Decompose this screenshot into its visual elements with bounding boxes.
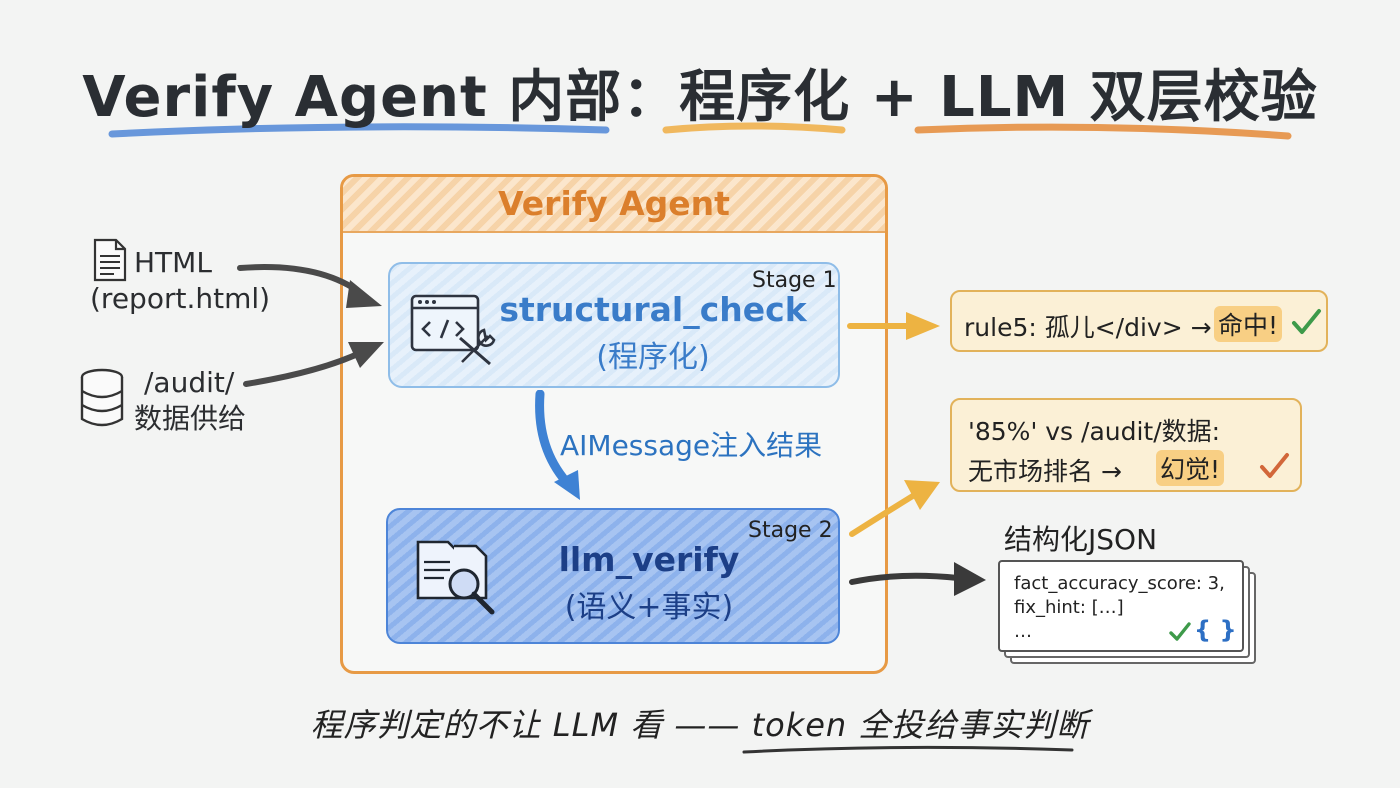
footer-caption: 程序判定的不让 LLM 看 —— token 全投给事实判断 (310, 706, 1090, 744)
json-card: fact_accuracy_score: 3, fix_hint: […] … … (998, 560, 1244, 652)
audit-input-desc: 数据供给 (134, 402, 247, 435)
stage2-name: llm_verify (558, 540, 740, 579)
stage1-box (388, 262, 840, 388)
check-icon-json (1169, 622, 1191, 641)
code-tool-icon (410, 294, 496, 366)
hallucination-badge: 幻觉! (1156, 450, 1225, 486)
rule5-text: rule5: 孤儿</div> → (964, 313, 1212, 342)
hallucination-line2: 无市场排名 → (968, 457, 1122, 486)
check-icon (1292, 309, 1321, 334)
verify-agent-header (343, 177, 885, 233)
braces-icon: { } (1194, 616, 1237, 644)
json-title: 结构化JSON (1004, 523, 1158, 556)
json-line-3: … (1014, 621, 1032, 642)
stage2-tag: Stage 2 (748, 518, 833, 543)
page-title: Verify Agent 内部：程序化 + LLM 双层校验 (82, 65, 1318, 130)
html-input-label: HTML (134, 246, 212, 279)
hallucination-line1: '85%' vs /audit/数据: (968, 417, 1221, 446)
stage1-tag: Stage 1 (752, 268, 837, 293)
database-icon (80, 368, 124, 427)
json-line-1: fact_accuracy_score: 3, (1014, 573, 1225, 594)
check-icon-orange (1260, 453, 1289, 478)
hallucination-note: '85%' vs /audit/数据: 无市场排名 → 幻觉! (950, 398, 1302, 492)
rule5-note: rule5: 孤儿</div> → 命中! (950, 290, 1328, 352)
title-underlines (108, 122, 1292, 140)
audit-input-label: /audit/ (144, 366, 235, 399)
json-line-2: fix_hint: […] (1014, 597, 1124, 618)
flow-label: AIMessage注入结果 (560, 429, 823, 462)
flow-arrow (535, 390, 580, 500)
stage1-name: structural_check (499, 290, 807, 329)
document-search-icon (416, 540, 495, 615)
html-input-filename: (report.html) (90, 282, 271, 315)
document-icon (93, 238, 127, 282)
stage1-sub: (程序化) (596, 340, 710, 375)
rule5-hit-badge: 命中! (1214, 306, 1283, 342)
stage2-sub: (语义+事实) (564, 590, 734, 625)
verify-agent-title: Verify Agent (498, 184, 730, 223)
